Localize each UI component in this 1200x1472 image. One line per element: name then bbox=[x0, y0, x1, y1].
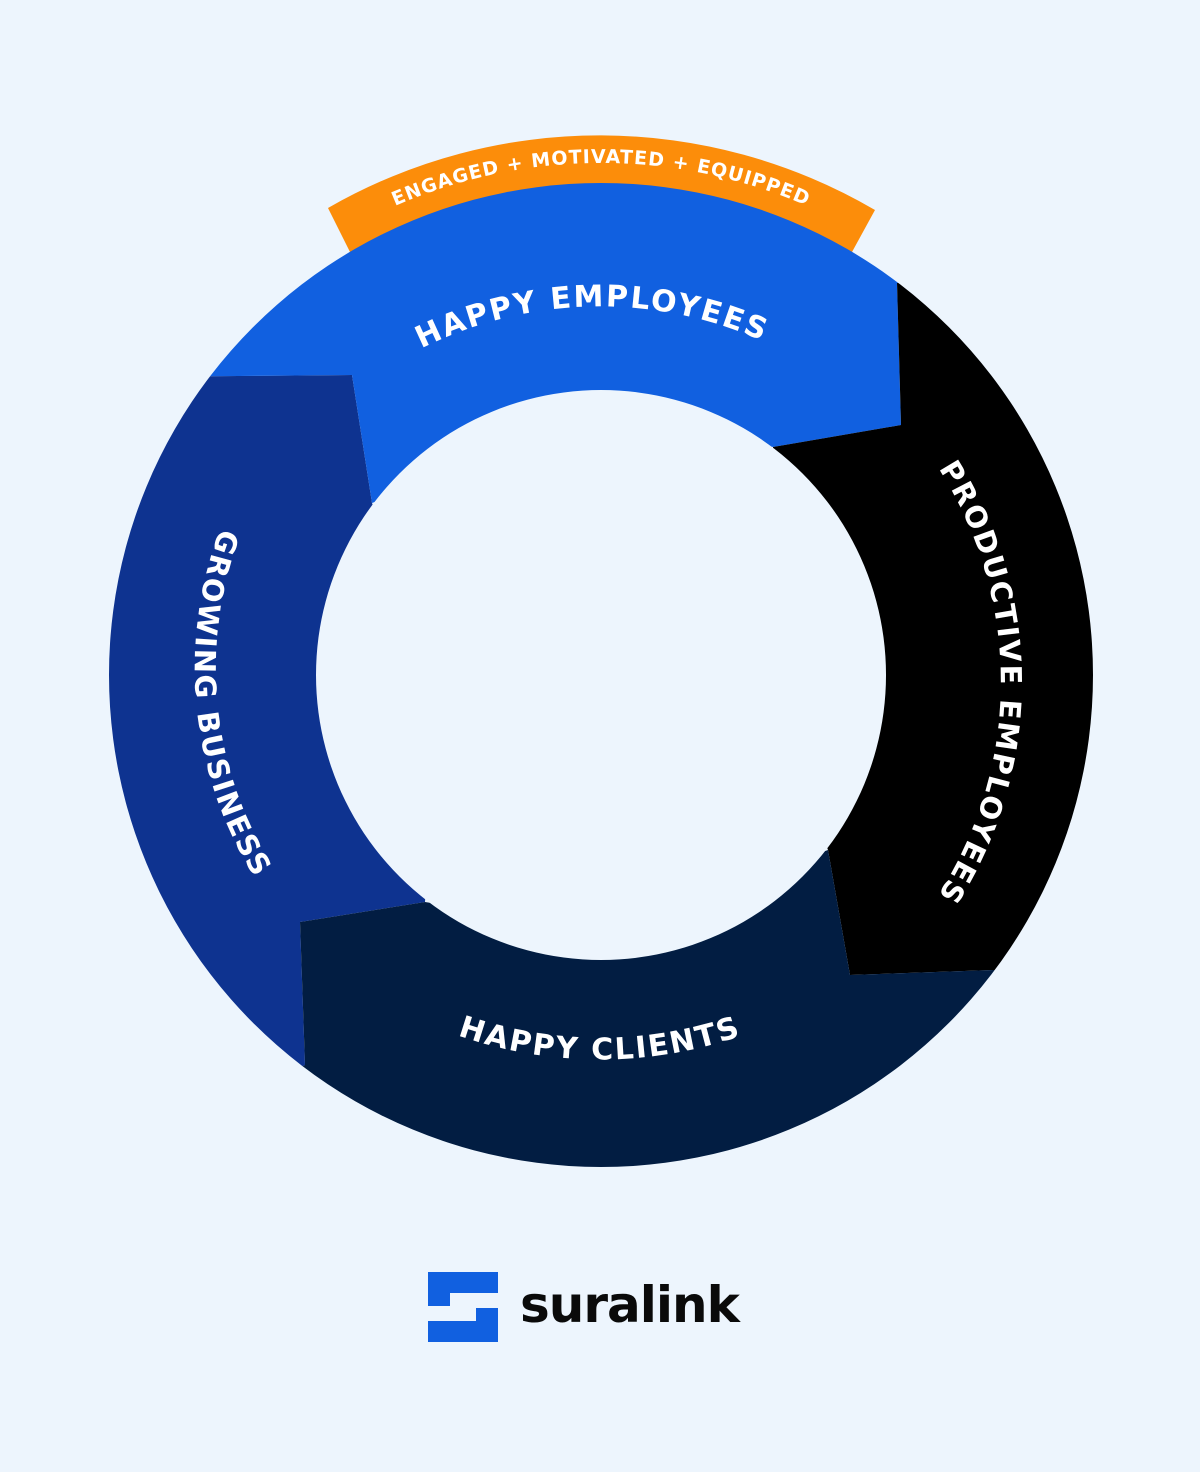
suralink-wordmark: suralink bbox=[520, 1276, 740, 1334]
suralink-logo-mark-icon bbox=[428, 1272, 498, 1342]
suralink-logo: suralink bbox=[428, 1272, 740, 1344]
segment-happy-employees bbox=[108, 183, 1093, 503]
segment-happy-clients bbox=[108, 850, 1093, 1167]
